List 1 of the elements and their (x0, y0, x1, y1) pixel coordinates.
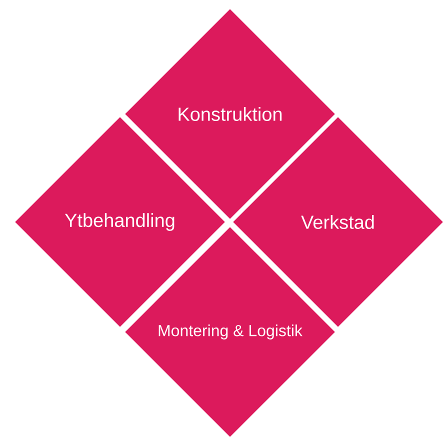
node-label: Montering & Logistik (158, 324, 302, 340)
